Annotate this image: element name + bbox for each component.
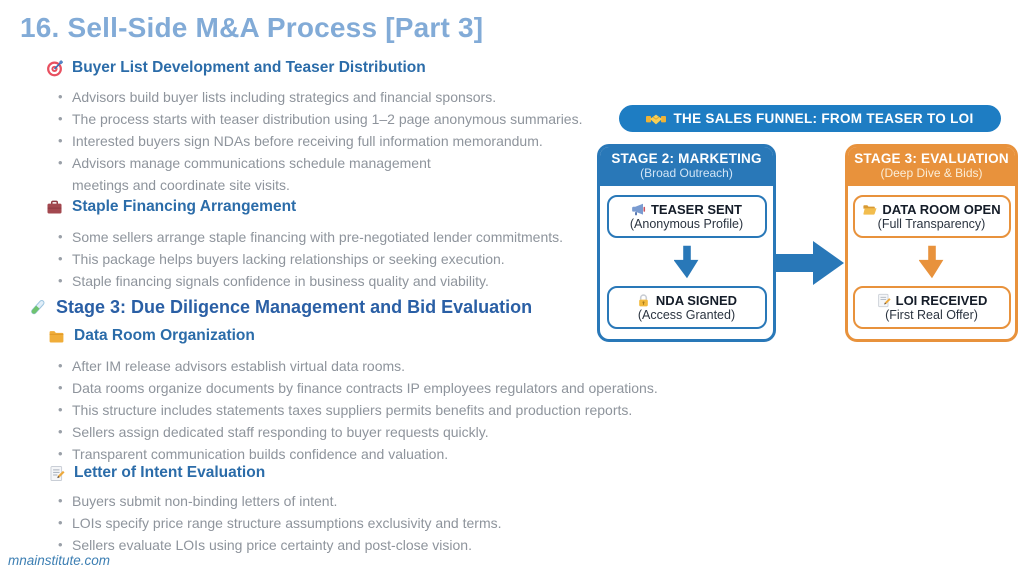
bullet-item: This structure includes statements taxes… bbox=[56, 399, 658, 421]
section-header-buyer-list: Buyer List Development and Teaser Distri… bbox=[46, 59, 426, 77]
staple-financing-bullets: Some sellers arrange staple financing wi… bbox=[56, 226, 563, 292]
bullet-item: Buyers submit non-binding letters of int… bbox=[56, 490, 502, 512]
heading-stage3-due-diligence: Stage 3: Due Diligence Management and Bi… bbox=[28, 297, 532, 318]
step-label: DATA ROOM OPEN bbox=[882, 202, 1001, 217]
teaser-sent-step: TEASER SENT (Anonymous Profile) bbox=[606, 195, 767, 238]
megaphone-icon bbox=[632, 203, 646, 216]
bullet-item: Data rooms organize documents by finance… bbox=[56, 377, 658, 399]
banner-label: THE SALES FUNNEL: FROM TEASER TO LOI bbox=[673, 111, 974, 126]
step-label: TEASER SENT bbox=[650, 202, 742, 217]
section-title: Letter of Intent Evaluation bbox=[74, 464, 266, 481]
bullet-item: LOIs specify price range structure assum… bbox=[56, 512, 502, 534]
target-icon bbox=[47, 59, 63, 76]
nda-signed-step: NDA SIGNED (Access Granted) bbox=[606, 286, 767, 329]
memo-icon bbox=[877, 293, 891, 308]
step-sublabel: (Access Granted) bbox=[637, 308, 736, 322]
section-header-staple-financing: Staple Financing Arrangement bbox=[46, 198, 296, 216]
stage3-header: STAGE 3: EVALUATION (Deep Dive & Bids) bbox=[848, 147, 1015, 186]
buyer-list-bullets: Advisors build buyer lists including str… bbox=[56, 86, 582, 196]
bullet-item: Transparent communication builds confide… bbox=[56, 443, 658, 465]
briefcase-icon bbox=[47, 200, 62, 213]
stage2-body: TEASER SENT (Anonymous Profile) NDA SIGN… bbox=[600, 186, 773, 339]
heading-title: Stage 3: Due Diligence Management and Bi… bbox=[56, 297, 533, 317]
step-sublabel: (Anonymous Profile) bbox=[629, 217, 744, 231]
down-arrow-orange bbox=[918, 245, 943, 279]
folder-icon bbox=[49, 330, 64, 342]
stage3-subtitle: (Deep Dive & Bids) bbox=[880, 166, 983, 180]
bullet-item: Sellers evaluate LOIs using price certai… bbox=[56, 534, 502, 556]
down-arrow-blue bbox=[673, 245, 698, 279]
bullet-item: Sellers assign dedicated staff respondin… bbox=[56, 421, 658, 443]
bullet-item: Advisors build buyer lists including str… bbox=[56, 86, 582, 108]
section-title: Staple Financing Arrangement bbox=[72, 198, 297, 215]
loi-received-step: LOI RECEIVED (First Real Offer) bbox=[852, 286, 1011, 329]
section-header-data-room: Data Room Organization bbox=[48, 327, 255, 345]
footer-website: mnainstitute.com bbox=[8, 553, 111, 568]
stage3-title: STAGE 3: EVALUATION bbox=[854, 151, 1009, 166]
test-tube-icon bbox=[31, 300, 45, 315]
sales-funnel-banner: THE SALES FUNNEL: FROM TEASER TO LOI bbox=[619, 105, 1001, 132]
lock-icon bbox=[639, 294, 648, 307]
memo-icon bbox=[50, 465, 65, 481]
bullet-item: After IM release advisors establish virt… bbox=[56, 355, 658, 377]
bullet-item: This package helps buyers lacking relati… bbox=[56, 248, 563, 270]
data-room-open-step: DATA ROOM OPEN (Full Transparency) bbox=[852, 195, 1011, 238]
stage2-marketing-card: STAGE 2: MARKETING (Broad Outreach) TEAS… bbox=[597, 144, 776, 342]
step-label: LOI RECEIVED bbox=[895, 293, 988, 308]
bullet-item: The process starts with teaser distribut… bbox=[56, 108, 582, 130]
data-room-bullets: After IM release advisors establish virt… bbox=[56, 355, 658, 465]
stage2-header: STAGE 2: MARKETING (Broad Outreach) bbox=[600, 147, 773, 186]
handshake-icon bbox=[646, 114, 667, 124]
stage3-body: DATA ROOM OPEN (Full Transparency) LOI R… bbox=[848, 186, 1015, 339]
step-sublabel: (Full Transparency) bbox=[877, 217, 986, 231]
step-sublabel: (First Real Offer) bbox=[885, 308, 978, 322]
page-title: 16. Sell-Side M&A Process [Part 3] bbox=[20, 12, 484, 43]
stage3-evaluation-card: STAGE 3: EVALUATION (Deep Dive & Bids) D… bbox=[845, 144, 1018, 342]
open-folder-icon bbox=[863, 205, 877, 215]
stage2-subtitle: (Broad Outreach) bbox=[640, 166, 733, 180]
section-title: Data Room Organization bbox=[74, 327, 255, 344]
stage2-title: STAGE 2: MARKETING bbox=[611, 151, 762, 166]
bullet-item: Advisors manage communications schedule … bbox=[56, 152, 468, 196]
bullet-item: Staple financing signals confidence in b… bbox=[56, 270, 563, 292]
bullet-item: Some sellers arrange staple financing wi… bbox=[56, 226, 563, 248]
section-title: Buyer List Development and Teaser Distri… bbox=[72, 59, 426, 76]
loi-bullets: Buyers submit non-binding letters of int… bbox=[56, 490, 502, 556]
section-header-loi-evaluation: Letter of Intent Evaluation bbox=[48, 464, 265, 482]
right-arrow bbox=[776, 241, 844, 285]
step-label: NDA SIGNED bbox=[655, 293, 738, 308]
bullet-item: Interested buyers sign NDAs before recei… bbox=[56, 130, 582, 152]
